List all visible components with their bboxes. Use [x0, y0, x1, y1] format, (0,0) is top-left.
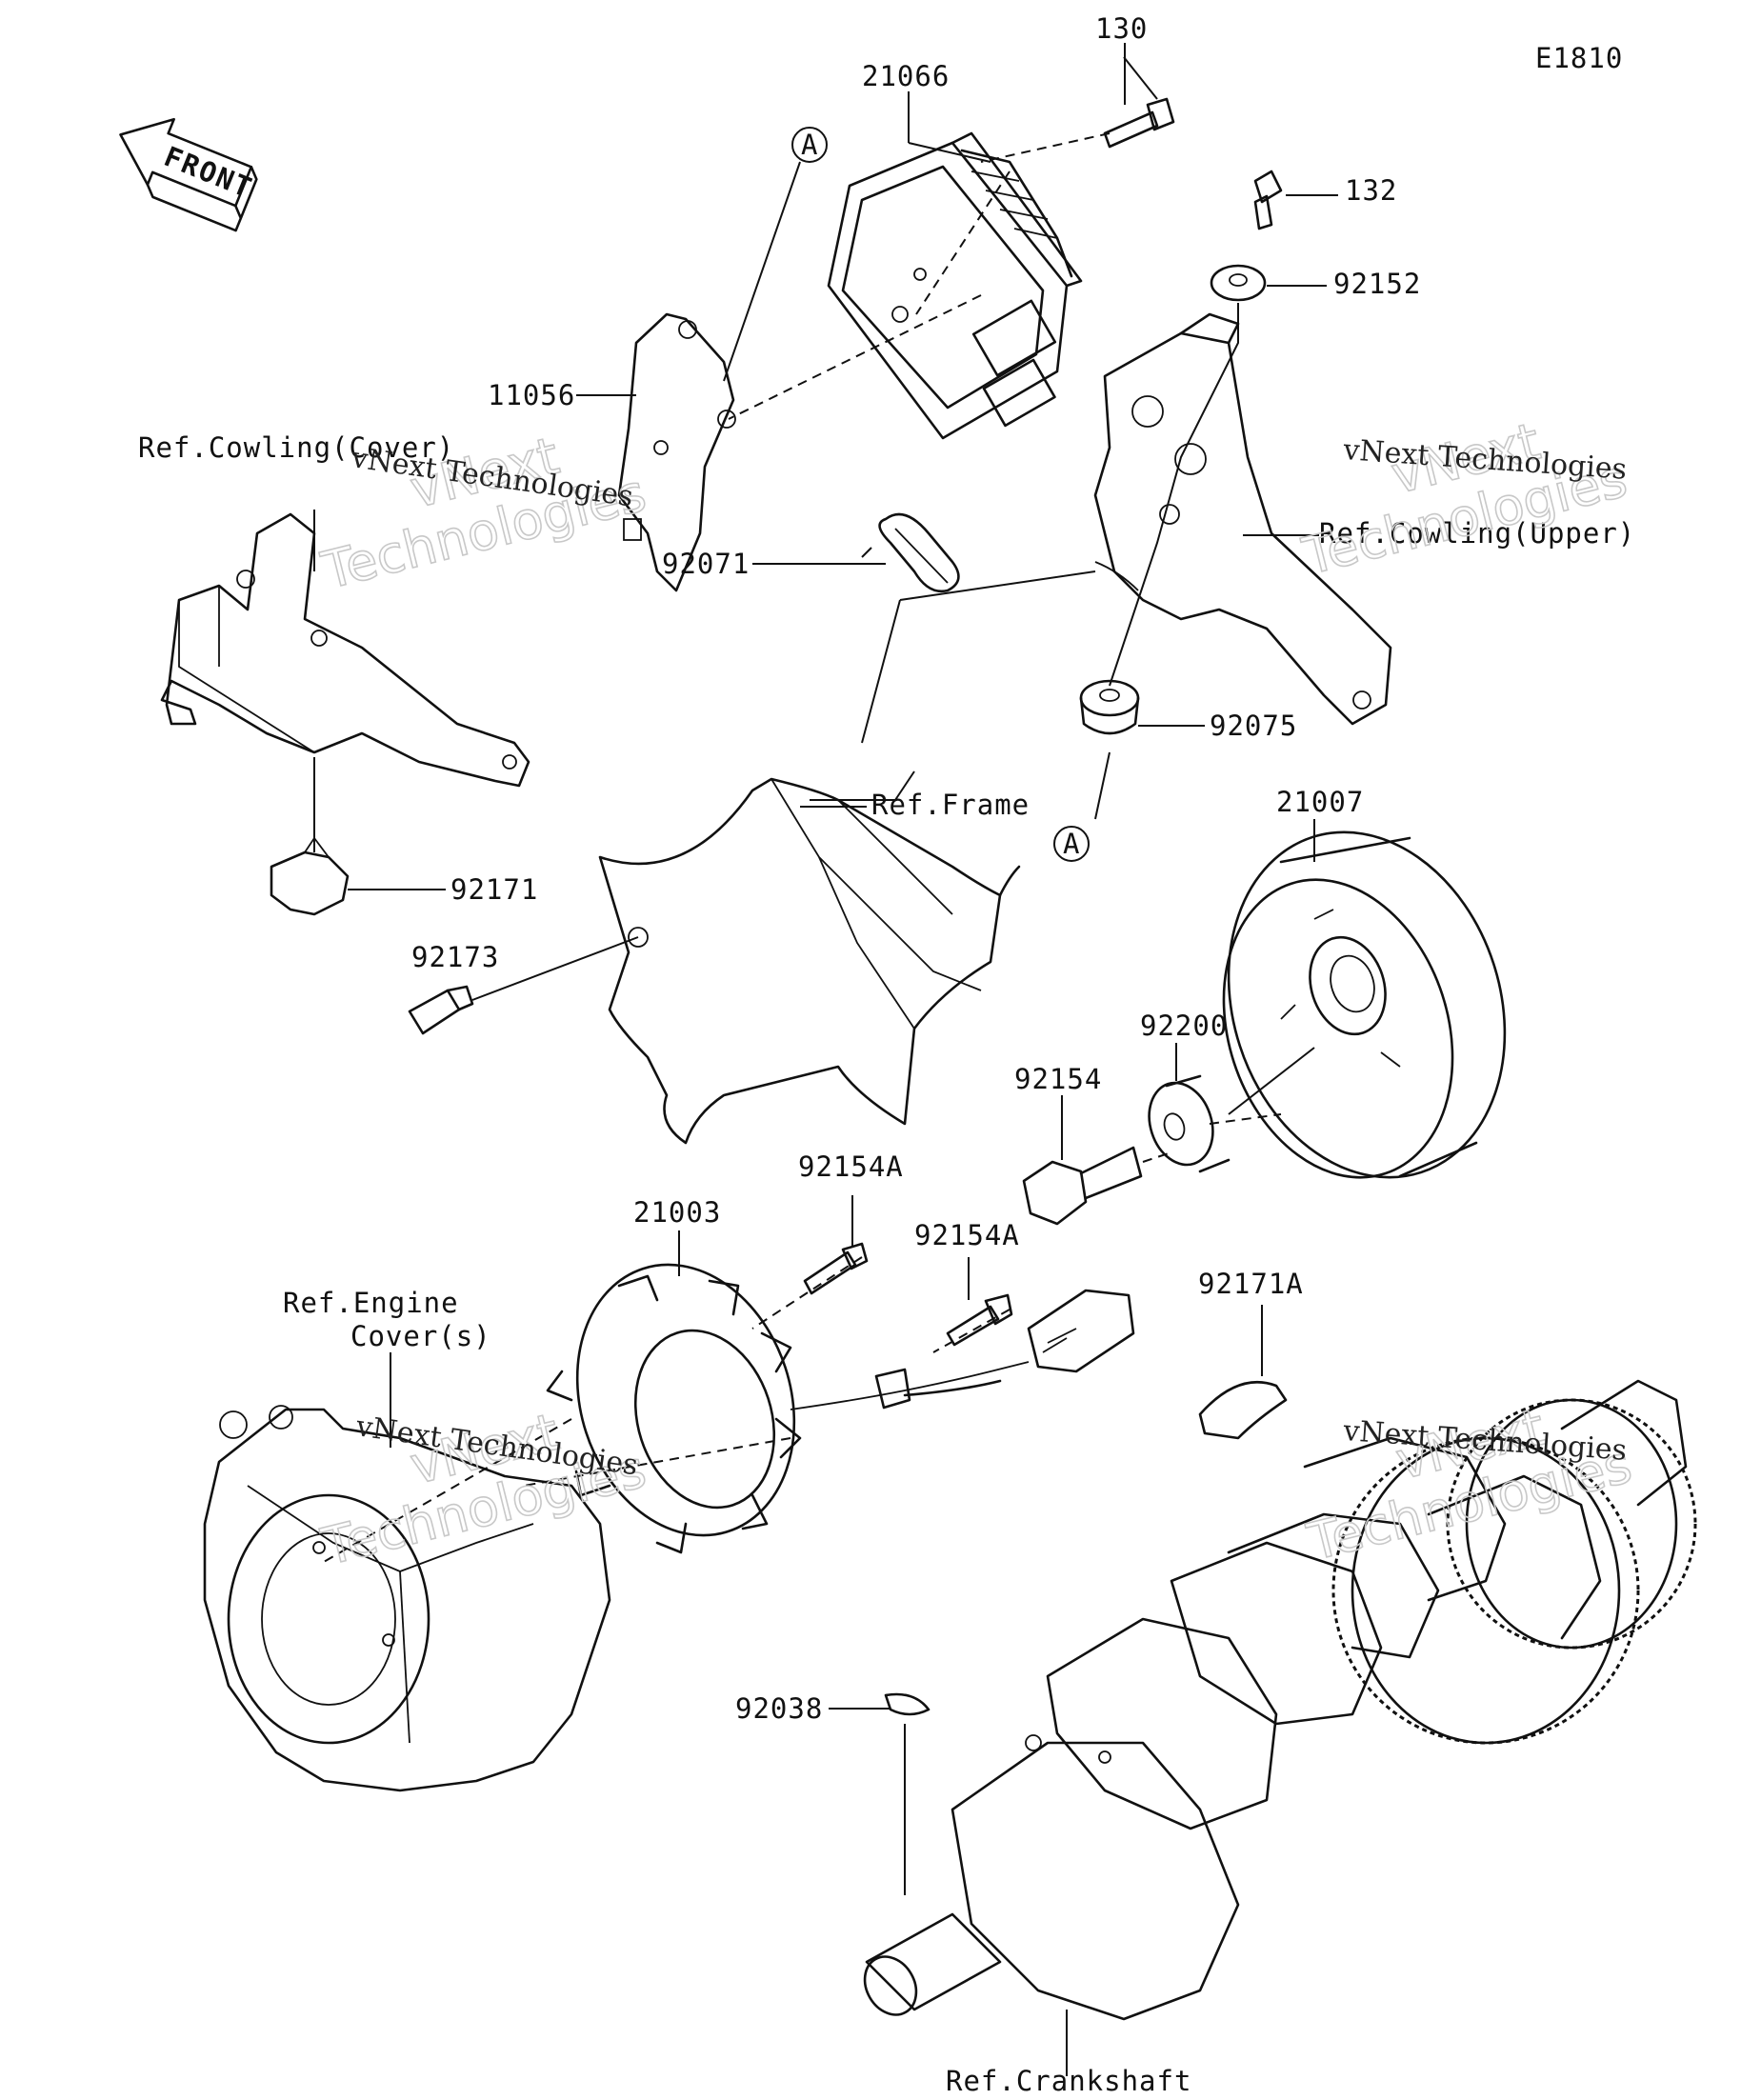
collar-92200	[1148, 1074, 1231, 1173]
connector	[1027, 1289, 1135, 1373]
bracket-cowling-upper	[1093, 312, 1392, 726]
rotor-21007	[1222, 830, 1507, 1179]
label-92154a-2: 92154A	[914, 1219, 1020, 1251]
label-92152: 92152	[1333, 268, 1421, 300]
label-92038: 92038	[735, 1692, 823, 1725]
ref-marker-a-top: A	[791, 127, 828, 163]
label-92071: 92071	[662, 548, 750, 580]
ref-cowling-cover: Ref.Cowling(Cover)	[138, 431, 454, 464]
damper-92075	[1079, 679, 1140, 735]
ref-engine-cover-line1: Ref.Engine	[283, 1287, 459, 1319]
bolt-92154a-2	[946, 1293, 1013, 1347]
label-21003: 21003	[633, 1196, 721, 1229]
label-130: 130	[1095, 12, 1148, 45]
bolt-92154	[1022, 1146, 1143, 1226]
stator-21003	[546, 1263, 1030, 1554]
key-92038	[884, 1692, 931, 1716]
washer-92152	[1210, 264, 1267, 302]
label-11056: 11056	[488, 379, 575, 411]
bracket-cowling-cover	[160, 512, 530, 788]
label-92171a: 92171A	[1198, 1268, 1304, 1300]
label-92200: 92200	[1140, 1010, 1228, 1042]
ref-cowling-upper: Ref.Cowling(Upper)	[1319, 517, 1635, 550]
label-92154: 92154	[1014, 1063, 1102, 1095]
svg-text:A: A	[801, 129, 818, 161]
watermark-3: vNext Technologies	[315, 1401, 652, 1578]
ref-engine-cover-line2: Cover(s)	[350, 1320, 491, 1352]
crankshaft	[863, 1379, 1697, 2021]
ref-marker-a-bottom: A	[1053, 826, 1090, 862]
bracket-11056	[617, 312, 736, 592]
front-arrow-icon: FRONT	[119, 117, 258, 232]
label-92171: 92171	[450, 873, 538, 906]
sensor-92173	[408, 936, 639, 1035]
ref-crankshaft: Ref.Crankshaft	[946, 2065, 1191, 2097]
clamp-92171	[270, 836, 350, 916]
regulator-rectifier	[827, 131, 1083, 440]
ref-frame: Ref.Frame	[871, 789, 1030, 821]
engine-cover	[203, 1405, 611, 1792]
frame-section	[598, 777, 1021, 1145]
label-21007: 21007	[1276, 786, 1364, 818]
label-132: 132	[1345, 174, 1397, 207]
diagram-code: E1810	[1535, 42, 1623, 74]
watermark-4: vNext Technologies	[1301, 1396, 1638, 1573]
watermark-2: vNext Technologies	[1296, 410, 1633, 588]
label-21066: 21066	[862, 60, 950, 92]
bolt-130	[1103, 56, 1175, 149]
assembly-lines	[323, 132, 1315, 1563]
bolt-132	[1253, 170, 1283, 230]
leader-lines	[313, 43, 1338, 2076]
bolt-92154a-1	[803, 1242, 869, 1295]
label-92154a-1: 92154A	[798, 1150, 904, 1183]
label-92075: 92075	[1210, 710, 1297, 742]
grommet-92071	[878, 512, 960, 593]
clamp-92171a	[1198, 1381, 1288, 1440]
svg-text:A: A	[1063, 828, 1080, 860]
label-92173: 92173	[411, 941, 499, 973]
